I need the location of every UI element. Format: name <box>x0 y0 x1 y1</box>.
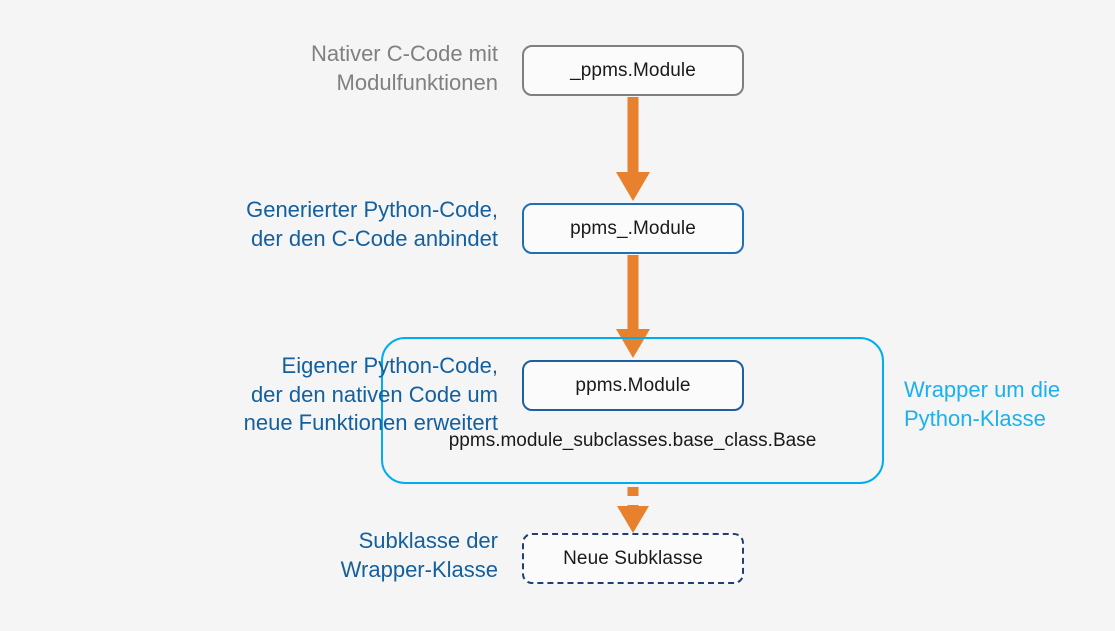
node-wrapped-module-label: ppms.Module <box>575 374 691 396</box>
arrow-native-to-generated <box>616 97 650 201</box>
arrow-wrapped-to-subclass <box>617 487 649 533</box>
node-generated-module[interactable]: ppms_.Module <box>522 203 744 254</box>
node-native-module-label: _ppms.Module <box>570 59 696 81</box>
label-wrapper-around-python-class: Wrapper um die Python-Klasse <box>904 377 1061 431</box>
label-own-python-code: Eigener Python-Code, der den nativen Cod… <box>243 353 498 436</box>
label-generated-python-code: Generierter Python-Code, der den C-Code … <box>246 197 498 251</box>
label-native-c-code: Nativer C-Code mit Modulfunktionen <box>310 41 498 95</box>
node-new-subclass-label: Neue Subklasse <box>563 547 703 569</box>
label-subclass-of-wrapper: Subklasse der Wrapper-Klasse <box>340 528 498 582</box>
node-native-module[interactable]: _ppms.Module <box>522 45 744 96</box>
node-new-subclass[interactable]: Neue Subklasse <box>522 533 744 584</box>
wrapper-container-box <box>381 337 884 484</box>
base-class-path: ppms.module_subclasses.base_class.Base <box>448 430 817 451</box>
node-wrapped-module[interactable]: ppms.Module <box>522 360 744 411</box>
node-generated-module-label: ppms_.Module <box>570 217 696 239</box>
